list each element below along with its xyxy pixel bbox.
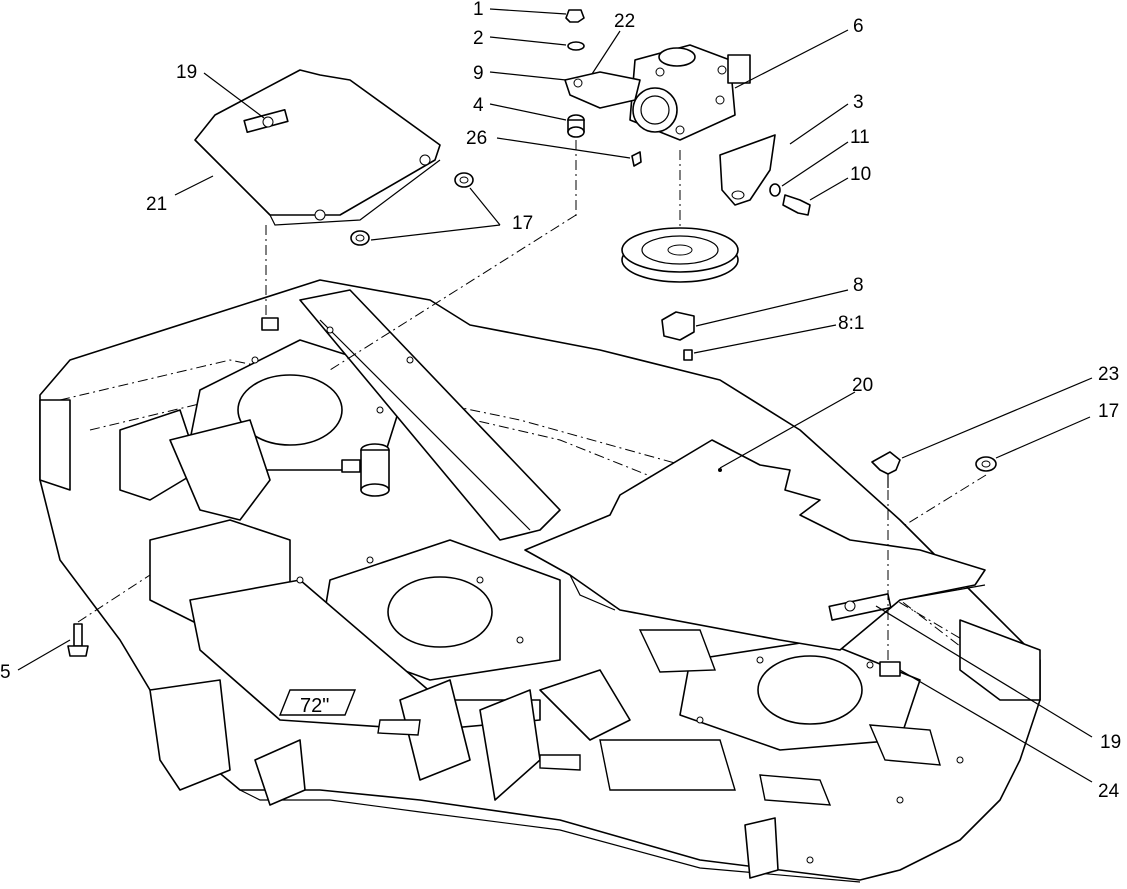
pulley	[621, 227, 739, 283]
callout-8-1: 8:1	[838, 313, 864, 334]
callout-11: 11	[850, 127, 870, 148]
callout-5: 5	[0, 662, 11, 683]
callout-9: 9	[473, 63, 484, 84]
callout-4: 4	[473, 95, 484, 116]
leader-lines	[17, 8, 1093, 783]
callout-21: 21	[146, 194, 167, 215]
callout-17a: 17	[512, 213, 533, 234]
knob-23	[871, 451, 901, 488]
gearbox	[629, 44, 751, 141]
bushing-17a	[350, 230, 370, 246]
callout-26: 26	[466, 128, 487, 149]
callout-1: 1	[473, 0, 484, 20]
callout-20: 20	[852, 375, 873, 396]
callout-6: 6	[853, 16, 864, 37]
callout-17b: 17	[1098, 401, 1119, 422]
callout-19b: 19	[1100, 732, 1121, 753]
callout-19a: 19	[176, 62, 197, 83]
bushing-17b	[454, 172, 474, 188]
deck-size-text: 72"	[300, 695, 329, 717]
callout-labels: 1 2 9 4 26 22 6 3 11 10 8 8:1 19 21 17 2…	[0, 0, 1121, 802]
deck-holes	[251, 326, 964, 864]
callout-2: 2	[473, 28, 484, 49]
left-spindle-cover	[194, 69, 441, 226]
bushing-17c	[975, 456, 997, 472]
deck-size-decal: 72"	[278, 689, 357, 717]
right-spindle-cover	[524, 439, 986, 651]
bolt-5	[67, 623, 89, 657]
callout-24: 24	[1098, 781, 1120, 802]
callout-8: 8	[853, 275, 864, 296]
callout-23: 23	[1098, 364, 1119, 385]
mower-deck: 72"	[39, 279, 1041, 883]
callout-10: 10	[850, 164, 871, 185]
callout-3: 3	[853, 92, 864, 113]
spindle-right	[679, 639, 921, 751]
callout-22: 22	[614, 11, 635, 32]
